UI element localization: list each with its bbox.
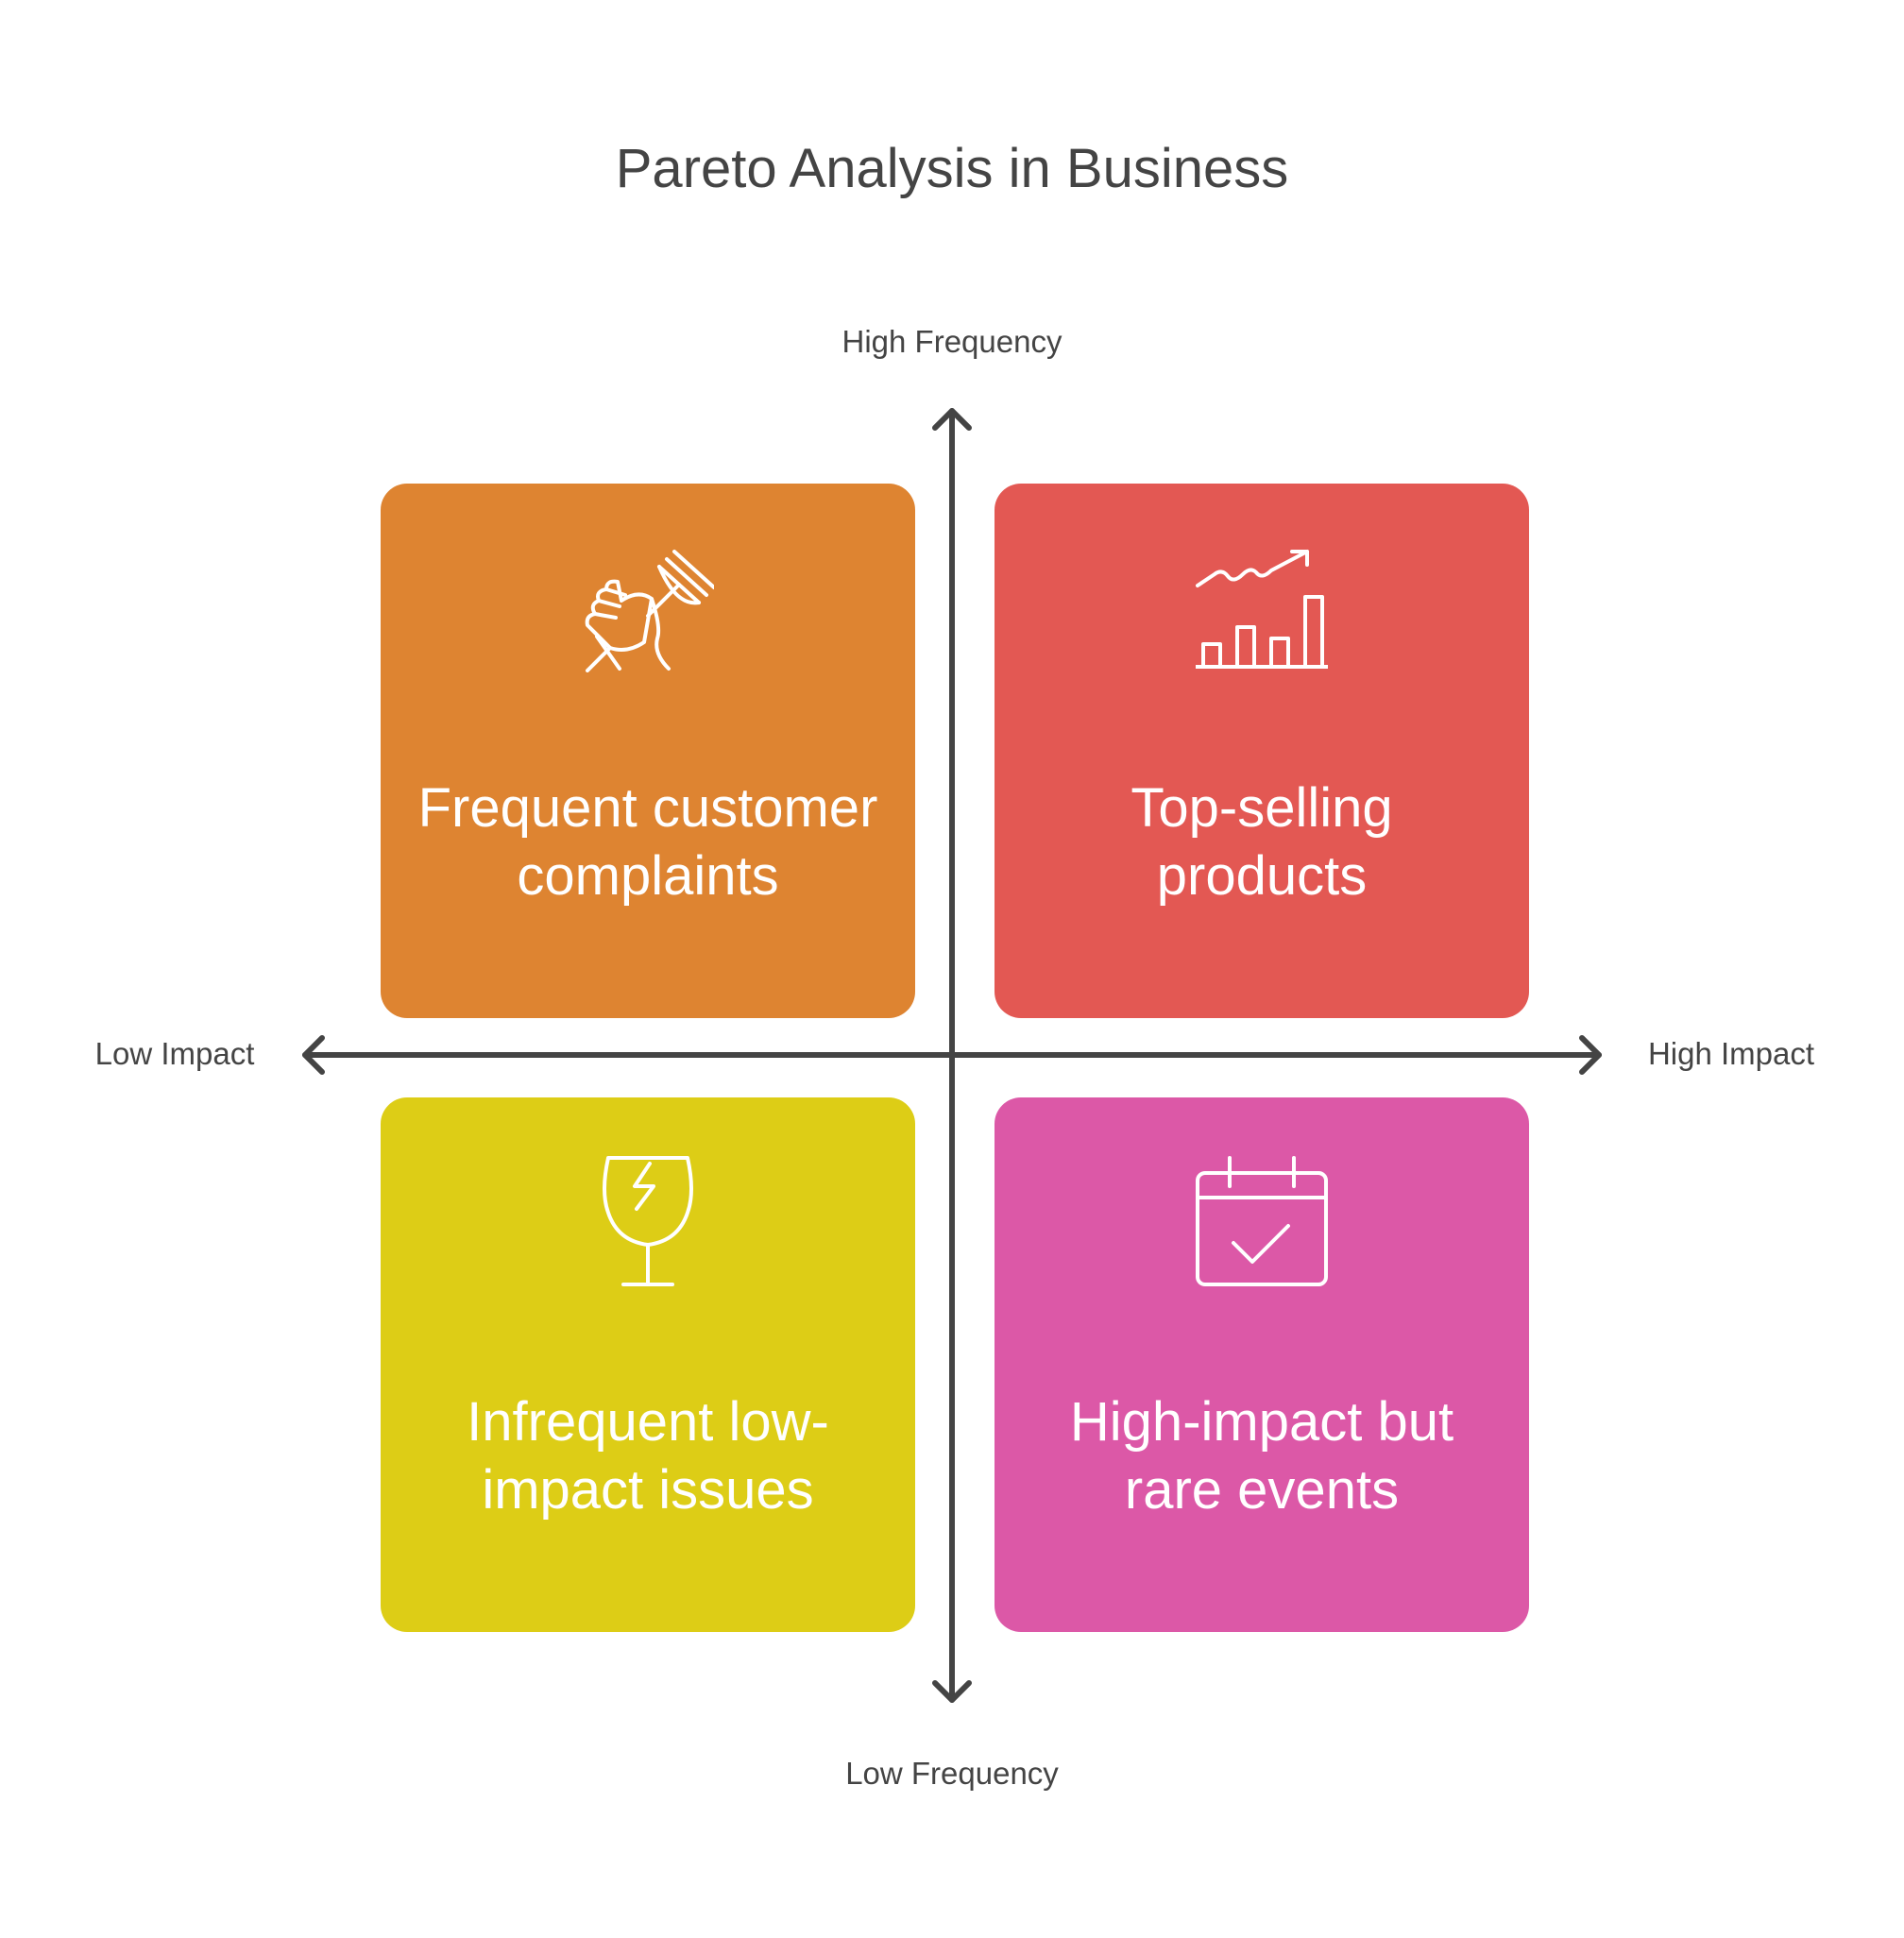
quadrant-label: Infrequent low-impact issues	[467, 1391, 829, 1521]
quadrant-high-impact-rare-events: High-impact but rare events	[994, 1097, 1529, 1632]
calendar-check-icon	[1196, 1156, 1328, 1286]
down-arrowhead	[932, 1680, 972, 1703]
axis-label-low-frequency: Low Frequency	[845, 1756, 1059, 1791]
left-arrowhead	[302, 1035, 325, 1075]
quadrant-label: Frequent customer complaints	[417, 777, 878, 907]
quadrant-frequent-customer-complaints: Frequent customer complaints	[381, 484, 915, 1018]
quadrant-label: Top-selling products	[1130, 777, 1393, 907]
axis-label-high-frequency: High Frequency	[842, 324, 1062, 359]
axis-label-low-impact: Low Impact	[94, 1036, 255, 1071]
right-arrowhead	[1579, 1035, 1602, 1075]
quadrant-top-selling-products: Top-selling products	[994, 484, 1529, 1018]
up-arrowhead	[932, 408, 972, 431]
growth-chart-icon	[1196, 550, 1328, 669]
hand-fork-icon	[585, 550, 714, 672]
broken-glass-icon	[603, 1156, 693, 1286]
diagram-title: Pareto Analysis in Business	[615, 138, 1289, 199]
quadrant-label: High-impact but rare events	[1069, 1391, 1454, 1521]
quadrant-infrequent-low-impact-issues: Infrequent low-impact issues	[381, 1097, 915, 1632]
axis-label-high-impact: High Impact	[1647, 1036, 1815, 1071]
